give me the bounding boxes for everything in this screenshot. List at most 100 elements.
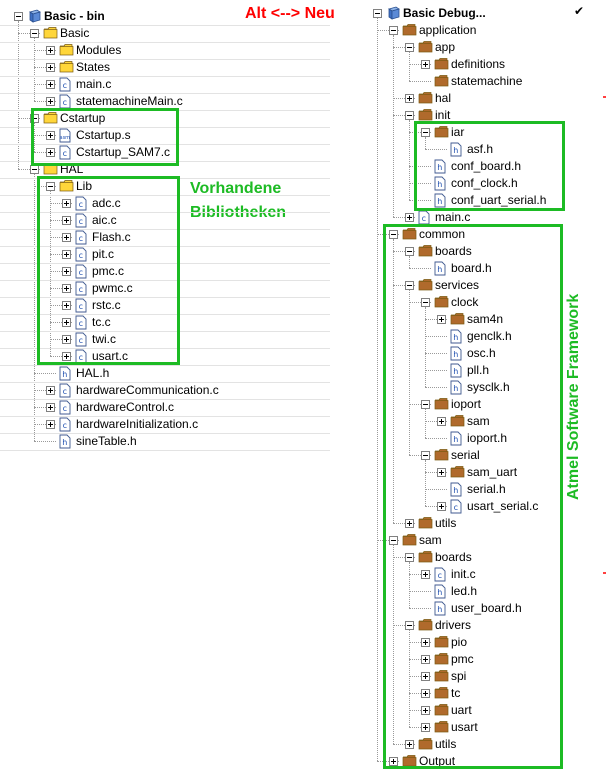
collapse-icon[interactable] (30, 165, 39, 174)
tree-item[interactable]: Lib (0, 178, 330, 195)
expand-icon[interactable] (421, 655, 430, 664)
expand-icon[interactable] (46, 131, 55, 140)
expand-icon[interactable] (46, 148, 55, 157)
tree-item[interactable]: Cstartup (0, 110, 330, 127)
tree-item[interactable]: spi (368, 668, 606, 685)
tree-item[interactable]: Modules (0, 42, 330, 59)
expand-icon[interactable] (62, 250, 71, 259)
expand-icon[interactable] (46, 97, 55, 106)
tree-item[interactable]: definitions (368, 56, 606, 73)
expand-icon[interactable] (437, 502, 446, 511)
expand-icon[interactable] (405, 213, 414, 222)
collapse-icon[interactable] (14, 12, 23, 21)
tree-item[interactable]: drivers (368, 617, 606, 634)
tree-item[interactable]: common (368, 226, 606, 243)
collapse-icon[interactable] (389, 230, 398, 239)
expand-icon[interactable] (437, 468, 446, 477)
expand-icon[interactable] (46, 46, 55, 55)
expand-icon[interactable] (62, 216, 71, 225)
expand-icon[interactable] (421, 570, 430, 579)
tree-item[interactable]: application (368, 22, 606, 39)
expand-icon[interactable] (46, 386, 55, 395)
tree-item[interactable]: sam (368, 532, 606, 549)
tree-item[interactable]: clock (368, 294, 606, 311)
tree-item[interactable]: sam_uart (368, 464, 606, 481)
expand-icon[interactable] (421, 60, 430, 69)
tree-item[interactable]: hal (368, 90, 606, 107)
tree-item[interactable]: Basic - bin (0, 8, 330, 25)
expand-icon[interactable] (421, 672, 430, 681)
expand-icon[interactable] (437, 417, 446, 426)
tree-item[interactable]: boards (368, 243, 606, 260)
collapse-icon[interactable] (405, 247, 414, 256)
collapse-icon[interactable] (405, 43, 414, 52)
expand-icon[interactable] (405, 94, 414, 103)
tree-item[interactable]: usart (368, 719, 606, 736)
tree-item[interactable]: uart (368, 702, 606, 719)
collapse-icon[interactable] (405, 111, 414, 120)
collapse-icon[interactable] (405, 621, 414, 630)
tree-item[interactable]: init (368, 107, 606, 124)
tree-item[interactable]: services (368, 277, 606, 294)
expand-icon[interactable] (62, 199, 71, 208)
expand-icon[interactable] (62, 284, 71, 293)
expand-icon[interactable] (421, 706, 430, 715)
expand-icon[interactable] (62, 335, 71, 344)
tree-item[interactable]: Basic (0, 25, 330, 42)
expand-icon[interactable] (62, 233, 71, 242)
expand-icon[interactable] (437, 315, 446, 324)
expand-icon[interactable] (46, 420, 55, 429)
tree-item[interactable]: serial (368, 447, 606, 464)
collapse-icon[interactable] (421, 128, 430, 137)
tree-item[interactable]: pio (368, 634, 606, 651)
expand-icon[interactable] (46, 403, 55, 412)
tree-item[interactable]: boards (368, 549, 606, 566)
expand-icon[interactable] (62, 318, 71, 327)
collapse-icon[interactable] (405, 553, 414, 562)
collapse-icon[interactable] (421, 451, 430, 460)
tree-item[interactable]: tc (368, 685, 606, 702)
tree-item[interactable]: ioport (368, 396, 606, 413)
collapse-icon[interactable] (389, 536, 398, 545)
expand-icon[interactable] (46, 80, 55, 89)
expand-icon[interactable] (389, 757, 398, 766)
expand-icon[interactable] (421, 638, 430, 647)
tree-item[interactable]: utils (368, 736, 606, 753)
expand-icon[interactable] (421, 723, 430, 732)
expand-icon[interactable] (405, 519, 414, 528)
tree-item[interactable]: iar (368, 124, 606, 141)
collapse-icon[interactable] (421, 298, 430, 307)
tree-item[interactable]: app (368, 39, 606, 56)
collapse-icon[interactable] (405, 281, 414, 290)
expand-icon[interactable] (421, 689, 430, 698)
tree-item[interactable]: pmc (368, 651, 606, 668)
tree-item[interactable]: utils (368, 515, 606, 532)
